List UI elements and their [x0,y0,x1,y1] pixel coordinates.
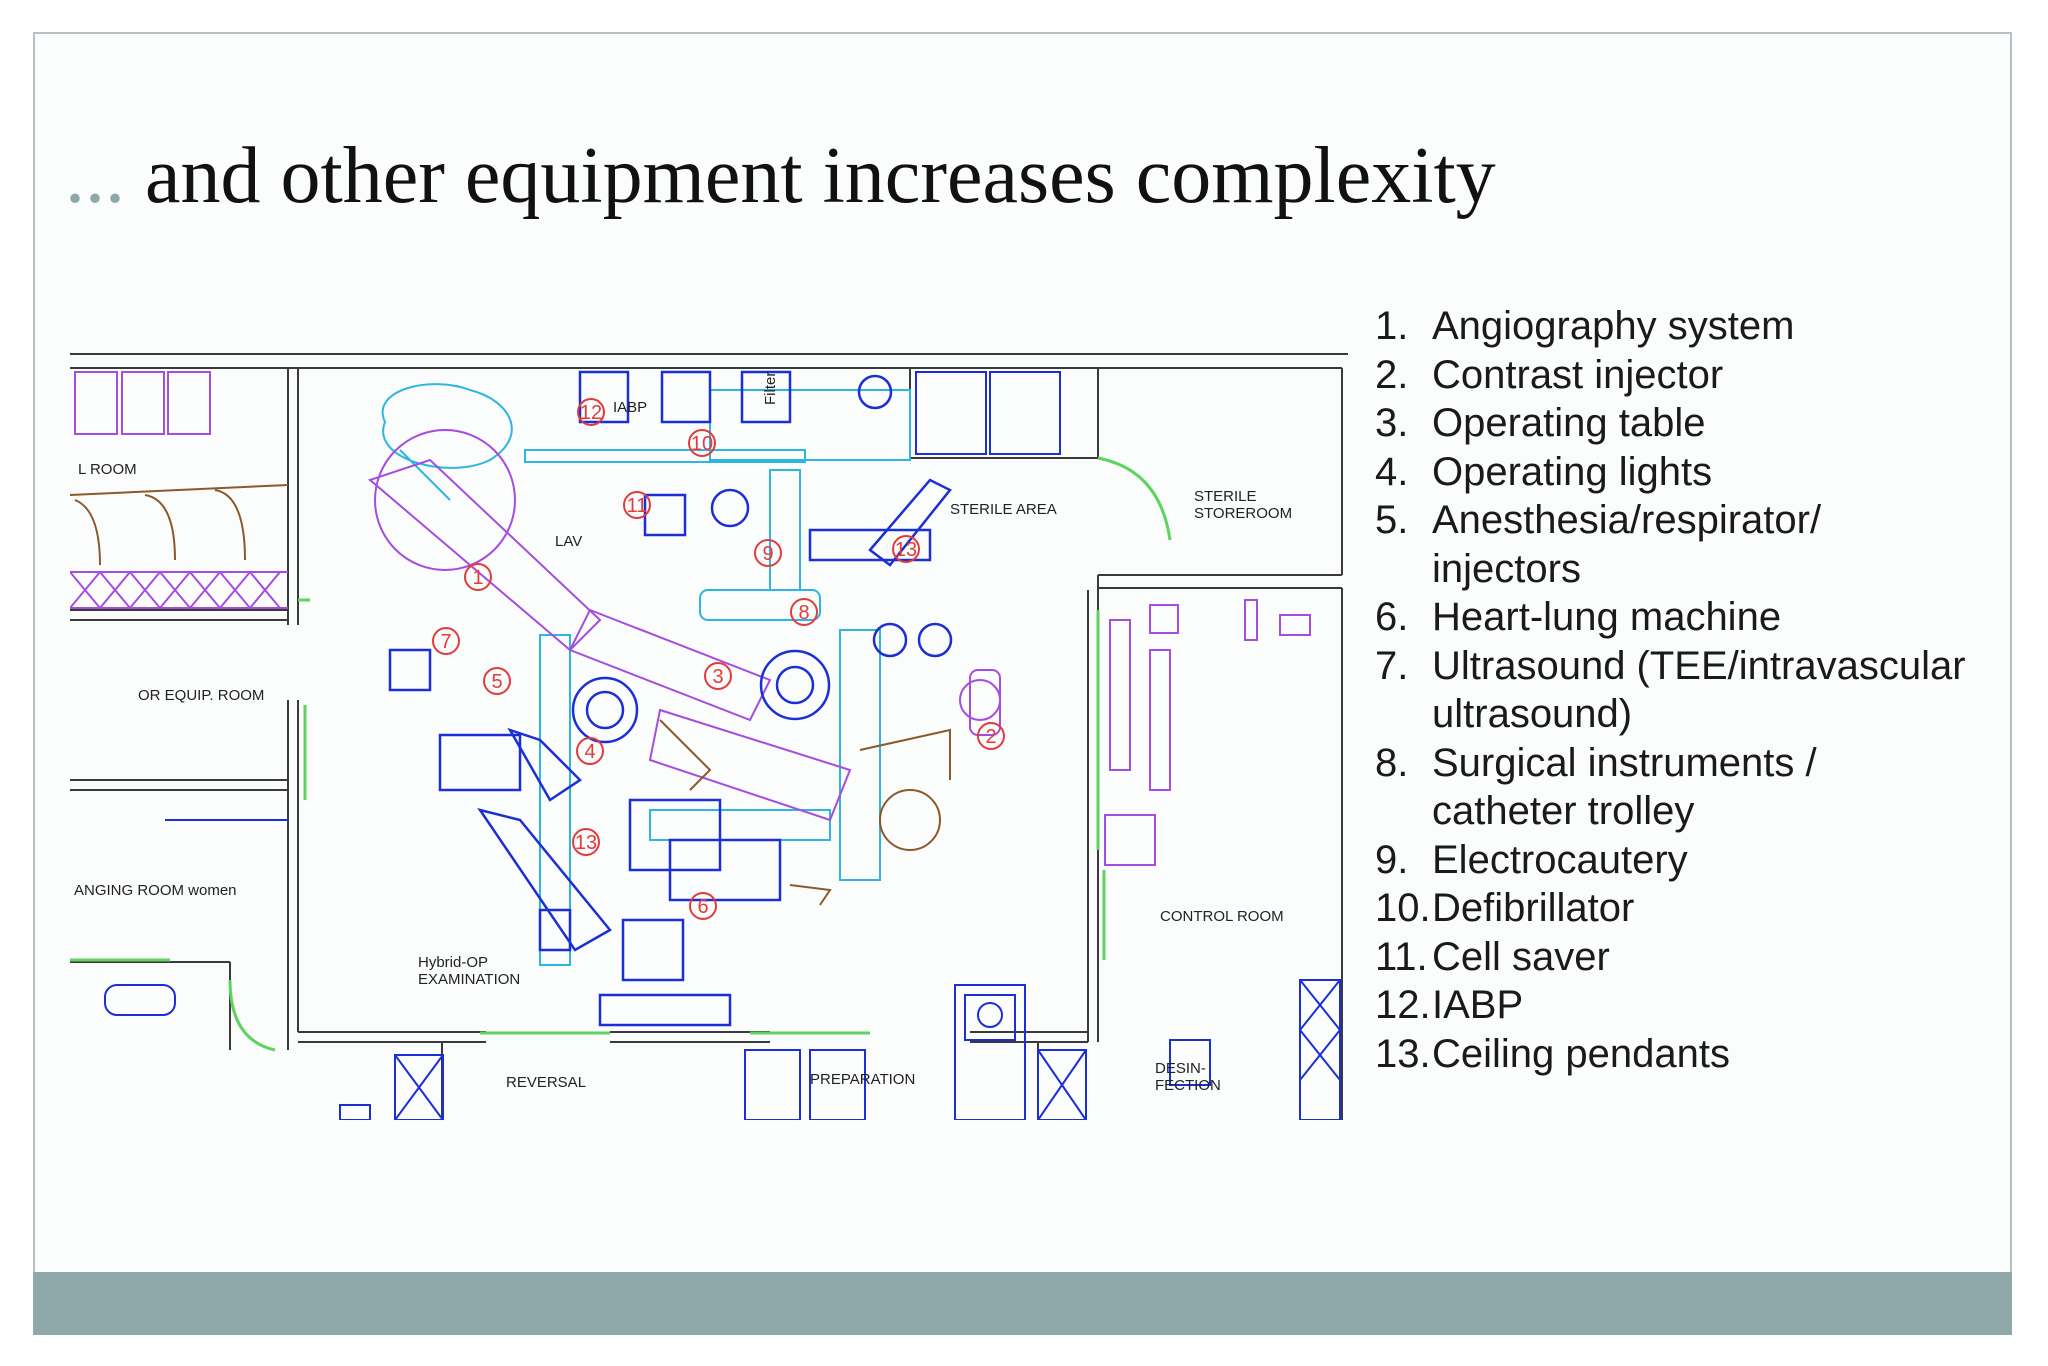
marker-1: 1 [464,563,492,591]
marker-11: 11 [623,491,651,519]
control-room-fixtures [1104,599,1311,866]
label-desinfection-2: FECTION [1155,1077,1221,1094]
title-ellipsis: ... [65,132,125,220]
label-l-room: L ROOM [78,461,137,478]
trolleys-brown [659,719,951,906]
label-hybrid-op: Hybrid-OP [418,954,488,971]
svg-text:10: 10 [691,433,713,455]
patient-bed [744,984,1211,1120]
svg-text:1: 1 [472,567,483,589]
legend-item: 11.Cell saver [1375,934,1610,979]
svg-text:5: 5 [491,671,502,693]
label-preparation: PREPARATION [810,1071,915,1088]
marker-12: 12 [577,398,605,426]
ceiling-booms-cyan [381,383,911,966]
angiography-arm [368,429,1001,822]
legend-item: 12.IABP [1375,983,1524,1027]
label-sterile-area: STERILE AREA [950,501,1057,518]
label-lav: LAV [555,533,582,550]
svg-text:4: 4 [584,741,595,763]
svg-text:2: 2 [985,726,996,748]
equipment-legend: 1.Angiography system 2.Contrast injector… [1375,302,1992,1078]
walls [70,353,1348,1120]
marker-9: 9 [754,539,782,567]
label-desinfection-1: DESIN- [1155,1060,1206,1077]
svg-text:9: 9 [762,543,773,565]
label-examination: EXAMINATION [418,971,520,988]
slide-title: ... and other equipment increases comple… [65,128,1496,224]
label-sterile-storeroom-2: STOREROOM [1194,505,1292,522]
marker-5: 5 [483,667,511,695]
door-accents [70,456,1172,1052]
label-control-room: CONTROL ROOM [1160,908,1284,925]
marker-13b: 13 [572,828,600,856]
marker-8: 8 [790,598,818,626]
legend-item: 4.Operating lights [1375,449,1713,494]
legend-item: 10.Defibrillator [1375,886,1635,930]
svg-text:6: 6 [697,896,708,918]
marker-4: 4 [576,737,604,765]
svg-text:7: 7 [440,631,451,653]
floor-plan: L ROOM OR EQUIP. ROOM ANGING ROOM women … [70,353,1348,1120]
marker-10: 10 [688,429,716,457]
label-reversal: REVERSAL [506,1074,586,1091]
marker-7: 7 [432,627,460,655]
left-room-fixtures [70,371,288,610]
legend-item: 9.Electrocautery [1375,837,1688,882]
svg-text:3: 3 [712,666,723,688]
svg-text:12: 12 [580,402,602,424]
label-sterile-storeroom-1: STERILE [1194,488,1257,505]
legend-item: 8.Surgical instruments / catheter trolle… [1375,740,1817,834]
svg-text:13: 13 [575,832,597,854]
svg-text:11: 11 [627,495,648,517]
title-text: and other equipment increases complexity [145,132,1496,220]
legend-item: 2.Contrast injector [1375,352,1724,397]
legend-item: 3.Operating table [1375,401,1706,445]
label-changing-room: ANGING ROOM women [74,882,237,899]
marker-2: 2 [977,722,1005,750]
label-or-equip-room: OR EQUIP. ROOM [138,687,264,704]
svg-text:8: 8 [798,602,809,624]
legend-item: 5.Anesthesia/respirator/ injectors [1375,498,1822,591]
legend-item: 1.Angiography system [1375,304,1795,348]
legend-item: 7.Ultrasound (TEE/intravascular ultrasou… [1375,643,1966,737]
marker-6: 6 [689,892,717,920]
legend-item: 13.Ceiling pendants [1375,1031,1730,1076]
slide-frame [33,32,2012,1335]
label-iabp: IABP [613,399,647,416]
marker-13a: 13 [892,535,920,563]
legend-item: 6.Heart-lung machine [1375,595,1782,639]
label-filter: Filter [762,372,779,405]
footer-band [33,1272,2012,1335]
marker-3: 3 [704,662,732,690]
sterile-area-fixtures [915,371,1341,1120]
main-equipment-blue [388,370,953,1027]
washroom-fixtures [104,819,444,1120]
svg-text:13: 13 [895,539,917,561]
equipment-markers: 1 2 3 4 5 6 7 8 9 10 11 12 13 13 [432,398,1005,920]
lockers [70,484,289,566]
